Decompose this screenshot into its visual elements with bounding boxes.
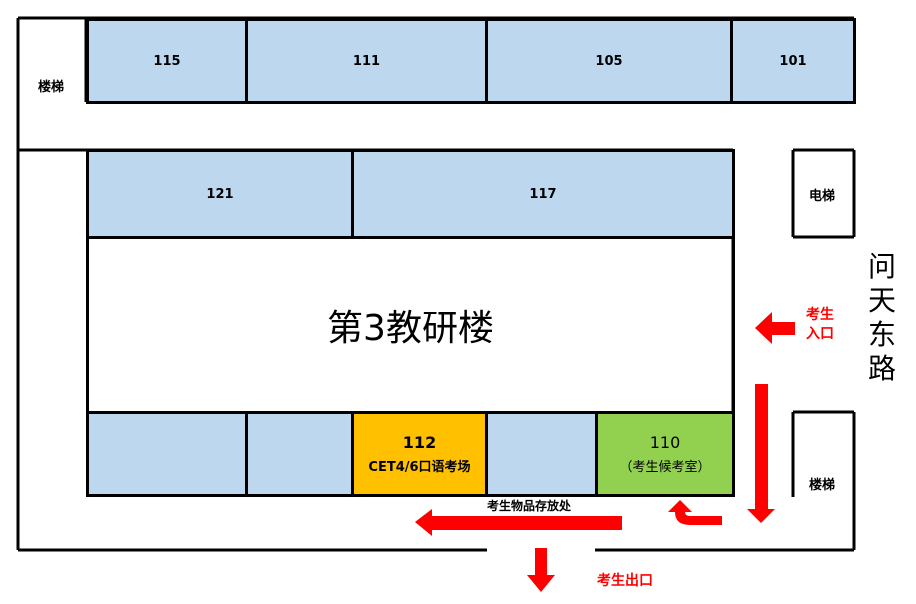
elevator-label: 电梯 xyxy=(809,189,836,204)
entrance-label-line1: 考生 xyxy=(806,307,834,323)
room-blank xyxy=(86,411,248,497)
turn-up-arrow xyxy=(668,500,722,525)
room-number: 112 xyxy=(402,433,437,452)
room-number: 101 xyxy=(779,53,807,69)
room-blank xyxy=(485,411,598,497)
room-117: 117 xyxy=(351,149,735,239)
room-number: 110 xyxy=(649,433,681,452)
room-label: CET4/6口语考场 xyxy=(368,460,471,475)
room-number: 115 xyxy=(153,53,181,69)
entrance-arrow xyxy=(755,312,795,344)
room-105: 105 xyxy=(485,18,733,104)
room-112: 112 CET4/6口语考场 xyxy=(351,411,488,497)
room-label: （考生候考室） xyxy=(619,460,711,475)
exit-label: 考生出口 xyxy=(597,573,653,589)
room-101: 101 xyxy=(730,18,856,104)
room-110: 110 （考生候考室） xyxy=(595,411,735,497)
room-number: 111 xyxy=(352,53,381,69)
room-number: 121 xyxy=(206,186,234,202)
room-number: 117 xyxy=(529,186,557,202)
stairs-label-left: 楼梯 xyxy=(38,80,65,95)
room-115: 115 xyxy=(86,18,248,104)
road-label: 问天东路 xyxy=(868,250,897,385)
room-121: 121 xyxy=(86,149,354,239)
left-arrow-to-storage xyxy=(415,509,622,536)
room-111: 111 xyxy=(245,18,488,104)
entrance-label-line2: 入口 xyxy=(806,326,834,342)
room-number: 105 xyxy=(595,53,623,69)
building-block: 第3教研楼 xyxy=(86,236,735,414)
building-name: 第3教研楼 xyxy=(327,308,494,349)
room-blank xyxy=(245,411,354,497)
storage-label: 考生物品存放处 xyxy=(487,499,572,513)
entrance-label: 考生入口 xyxy=(806,306,834,344)
down-arrow xyxy=(747,384,775,523)
stairs-label-right: 楼梯 xyxy=(809,478,836,493)
exit-arrow xyxy=(527,548,555,592)
